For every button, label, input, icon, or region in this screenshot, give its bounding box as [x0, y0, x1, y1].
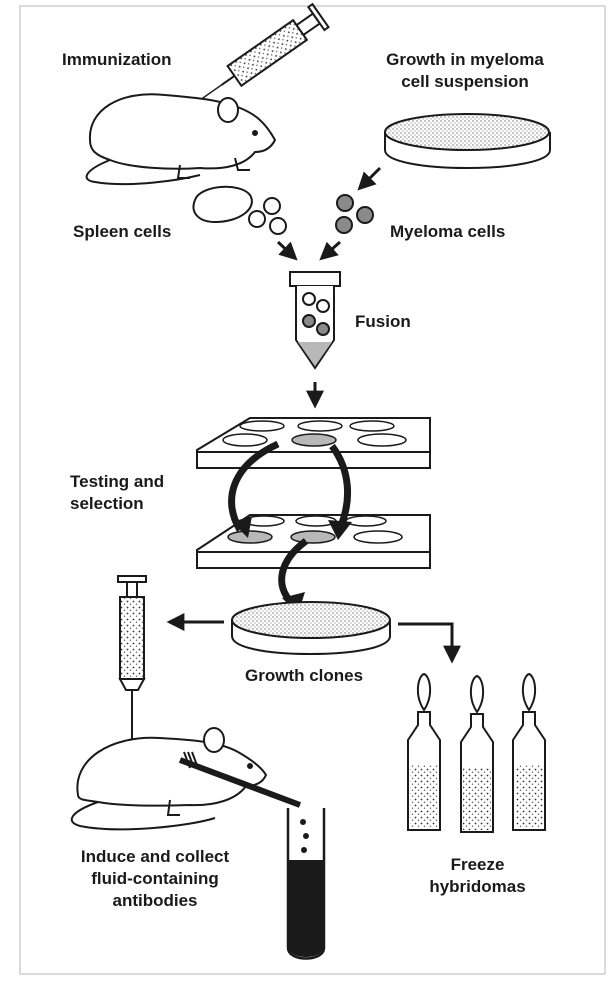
- label-induce-line1: Induce and collect: [45, 847, 265, 866]
- petri-dish-icon: [385, 114, 550, 168]
- arrow-icon: [278, 242, 295, 258]
- label-fusion: Fusion: [355, 312, 411, 331]
- label-freeze-line2: hybridomas: [405, 877, 550, 896]
- cell-icon: [270, 218, 286, 234]
- petri-dish-icon: [232, 602, 390, 654]
- label-induce-line2: fluid-containing: [45, 869, 265, 888]
- test-tube-icon: [288, 808, 324, 959]
- label-growth-myeloma-line1: Growth in myeloma: [355, 50, 575, 69]
- cell-icon: [264, 198, 280, 214]
- label-freeze-line1: Freeze: [405, 855, 550, 874]
- ampoule-icon: [461, 676, 493, 832]
- label-testing-line2: selection: [70, 494, 144, 513]
- label-testing-line1: Testing and: [70, 472, 164, 491]
- label-growth-myeloma-line2: cell suspension: [355, 72, 575, 91]
- label-immunization: Immunization: [62, 50, 172, 69]
- label-myeloma-cells: Myeloma cells: [390, 222, 505, 241]
- arrow-icon: [360, 168, 380, 188]
- label-growth-clones: Growth clones: [245, 666, 363, 685]
- spleen-cell-group: [249, 198, 286, 234]
- syringe-icon: [118, 576, 146, 740]
- mouse-icon: [87, 94, 275, 184]
- arrow-icon: [322, 242, 340, 258]
- well-plate-icon: [197, 515, 430, 568]
- cell-icon: [249, 211, 265, 227]
- test-tube-icon: [290, 272, 340, 368]
- cell-icon: [357, 207, 373, 223]
- ampoule-icon: [408, 674, 440, 830]
- cell-icon: [337, 195, 353, 211]
- label-induce-line3: antibodies: [45, 891, 265, 910]
- cell-icon: [336, 217, 352, 233]
- ampoule-icon: [513, 674, 545, 830]
- arrow-icon: [398, 624, 452, 660]
- myeloma-cell-group: [336, 195, 373, 233]
- spleen-icon: [194, 187, 252, 222]
- label-spleen-cells: Spleen cells: [73, 222, 171, 241]
- well-plate-icon: [197, 418, 430, 468]
